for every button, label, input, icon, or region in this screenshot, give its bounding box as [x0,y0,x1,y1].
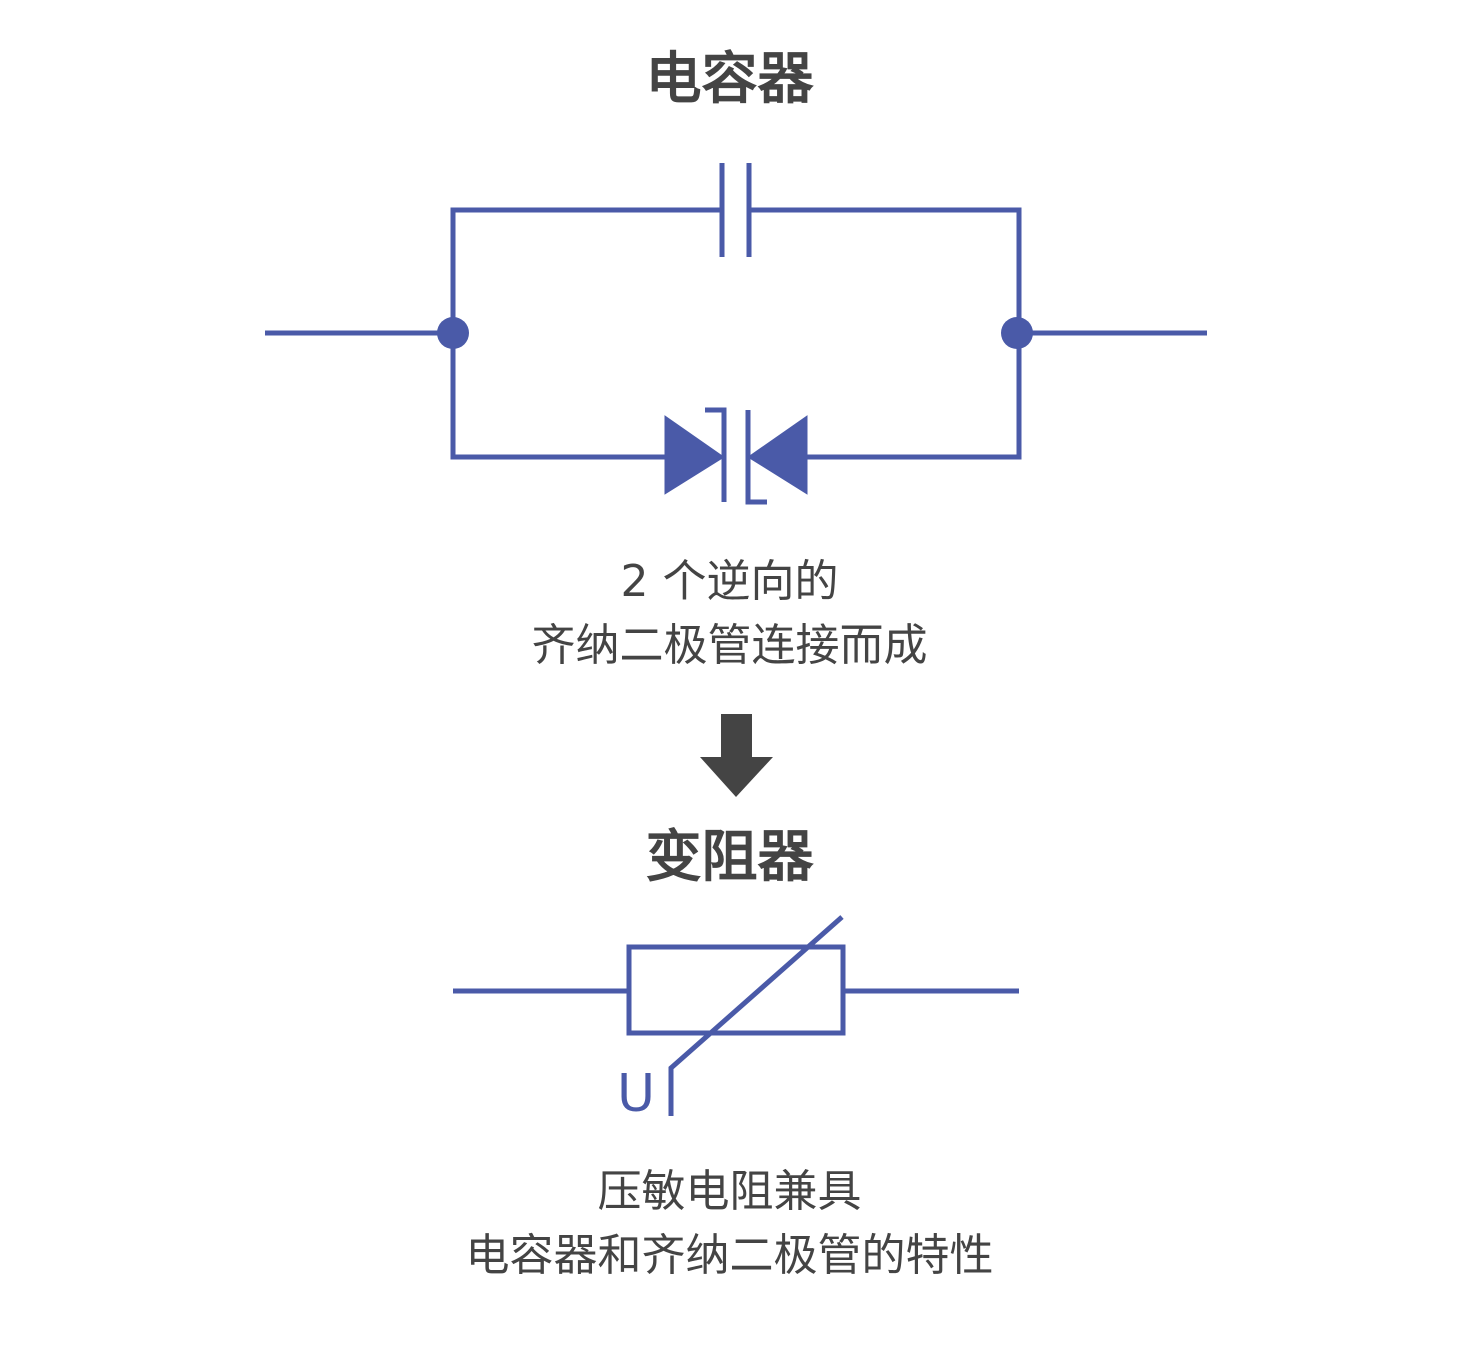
down-arrow-icon [700,714,773,797]
varistor-caption-line-1: 压敏电阻兼具 [597,1166,862,1217]
varistor-symbol-icon [453,915,1019,1116]
capacitor-caption-line-1: 2 个逆向的 [620,556,839,607]
right-junction-dot [1001,317,1033,349]
upper-left-wire [450,207,720,333]
varistor-body [626,944,846,1036]
lower-left-wire [450,333,668,460]
top-circuit [265,163,1207,505]
upper-right-wire [751,207,1022,333]
varistor-caption-line-2: 电容器和齐纳二极管的特性 [465,1230,994,1281]
varistor-title: 变阻器 [645,825,814,890]
bidirectional-zener-diode-icon [664,407,808,505]
varistor-nonlinear-slash [668,915,844,1116]
voltage-label: U [617,1064,656,1124]
capacitor-symbol-icon [719,163,752,257]
lower-right-wire [806,333,1022,460]
capacitor-caption-line-2: 齐纳二极管连接而成 [531,620,928,671]
left-junction-dot [437,317,469,349]
capacitor-title: 电容器 [645,47,814,112]
